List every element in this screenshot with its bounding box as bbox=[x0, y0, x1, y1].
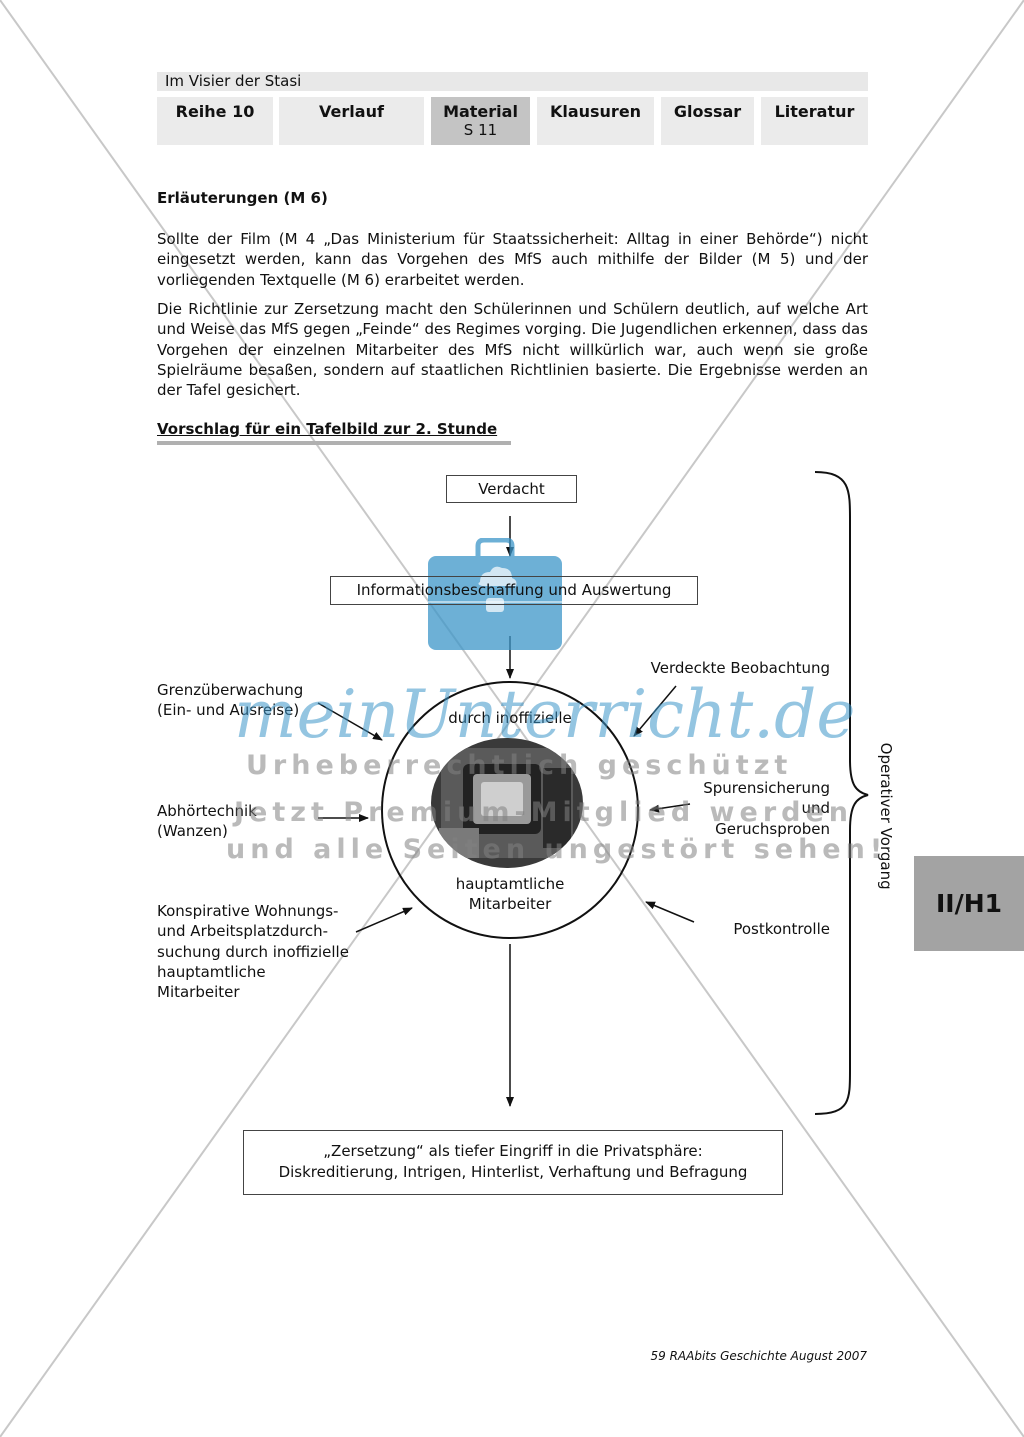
label-postkontrolle: Postkontrolle bbox=[733, 920, 830, 938]
section-heading: Erläuterungen (M 6) bbox=[157, 189, 328, 207]
tab-literatur[interactable]: Literatur bbox=[761, 97, 868, 145]
chapter-side-tab: II/H1 bbox=[914, 856, 1024, 951]
watermark-line-1: Urheberrechtlich geschützt bbox=[246, 750, 793, 781]
diagram-heading: Vorschlag für ein Tafelbild zur 2. Stund… bbox=[157, 420, 498, 438]
tab-label: Klausuren bbox=[549, 102, 642, 121]
page-footer: 59 RAAbits Geschichte August 2007 bbox=[650, 1349, 868, 1363]
label-konspirative-durchsuchung: Konspirative Wohnungs- und Arbeitsplatzd… bbox=[157, 902, 349, 1002]
tab-klausuren[interactable]: Klausuren bbox=[537, 97, 654, 145]
box-informationsbeschaffung: Informationsbeschaffung und Auswertung bbox=[330, 576, 698, 605]
label-spurensicherung: Spurensicherung und Geruchsproben bbox=[703, 779, 830, 838]
watermark-logo: meinUnterricht.de bbox=[234, 676, 856, 753]
paragraph: Sollte der Film (M 4 „Das Ministerium fü… bbox=[157, 230, 868, 289]
paragraph: Die Richtlinie zur Zersetzung macht den … bbox=[157, 300, 868, 400]
bracket-label-operativer-vorgang: Operativer Vorgang bbox=[877, 742, 896, 890]
tab-label: Reihe 10 bbox=[175, 102, 255, 121]
tab-glossar[interactable]: Glossar bbox=[661, 97, 754, 145]
camera-photo bbox=[431, 738, 583, 868]
label-grenzueberwachung: Grenzüberwachung (Ein- und Ausreise) bbox=[157, 681, 304, 720]
document-series-title: Im Visier der Stasi bbox=[157, 72, 868, 91]
circle-label-bottom: hauptamtliche Mitarbeiter bbox=[455, 875, 565, 914]
tab-label: Verlauf bbox=[319, 102, 384, 121]
label-abhoertechnik: Abhörtechnik (Wanzen) bbox=[157, 802, 257, 841]
heading-underline-bar bbox=[157, 441, 511, 445]
tab-label: Glossar bbox=[673, 102, 742, 121]
tab-verlauf[interactable]: Verlauf bbox=[279, 97, 424, 145]
tab-label: Literatur bbox=[774, 102, 855, 121]
circle-label-top: durch inoffizielle bbox=[448, 709, 572, 727]
tab-label: Material bbox=[443, 102, 518, 121]
box-zersetzung: „Zersetzung“ als tiefer Eingriff in die … bbox=[243, 1130, 783, 1195]
watermark-line-3: und alle Seiten ungestört sehen! bbox=[226, 834, 888, 865]
box-verdacht: Verdacht bbox=[446, 475, 577, 503]
tab-reihe[interactable]: Reihe 10 bbox=[157, 97, 273, 145]
watermark-line-2: Jetzt Premium-Mitglied werden bbox=[234, 797, 853, 828]
label-verdeckte-beobachtung: Verdeckte Beobachtung bbox=[650, 659, 830, 677]
tab-material[interactable]: Material S 11 bbox=[431, 97, 530, 145]
tab-page-number: S 11 bbox=[463, 121, 498, 139]
